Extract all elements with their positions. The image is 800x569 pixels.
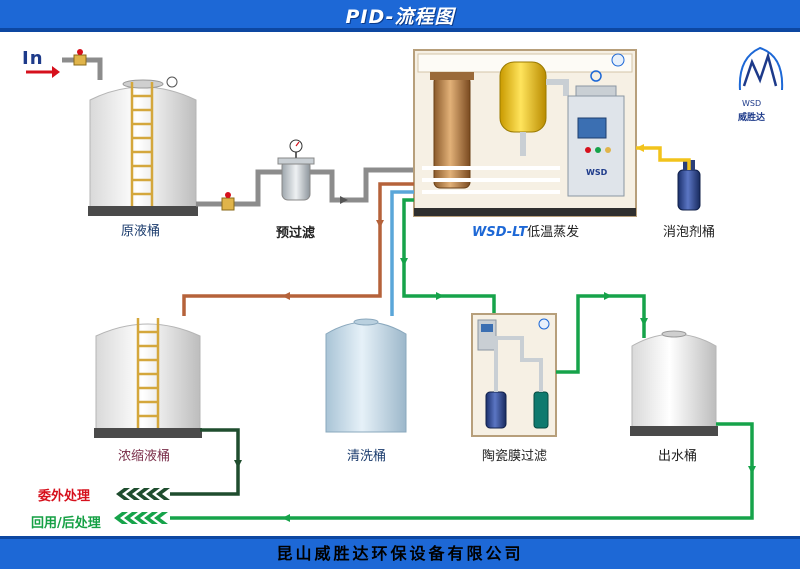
page-title: PID-流程图	[345, 6, 455, 28]
inlet-pipe	[62, 49, 103, 80]
pipe-defoamer-to-evaporator	[636, 144, 691, 170]
concentrate-tank	[94, 318, 202, 438]
pipe-concentrate-to-outsource	[170, 428, 242, 496]
outlet-tank-label: 出水桶	[658, 449, 698, 464]
title-bar	[0, 0, 800, 32]
outlet-tank	[630, 330, 718, 436]
wifi-icon	[590, 70, 602, 82]
ceramic-filter	[471, 313, 557, 437]
evaporator-label: WSD-LT低温蒸发	[472, 221, 579, 240]
reuse-chevrons-icon	[114, 512, 168, 524]
pipe-ceramic-to-outlet	[556, 292, 648, 374]
device-badge: WSD	[586, 168, 608, 177]
pipe-wash-to-evaporator	[390, 190, 414, 316]
company-logo-icon	[738, 46, 784, 91]
pipe-outlet-to-reuse	[170, 422, 756, 522]
raw-tank-label: 原液桶	[121, 224, 161, 239]
wash-tank	[325, 318, 407, 433]
inlet-label: In	[22, 48, 44, 69]
outsource-label: 委外处理	[38, 489, 91, 504]
pipe-raw-to-prefilter	[196, 169, 282, 211]
footer-bar	[0, 536, 800, 569]
coil-lines	[422, 166, 560, 194]
company-footer: 昆山威胜达环保设备有限公司	[276, 544, 524, 563]
prefilter-label: 预过滤	[276, 226, 316, 241]
outsource-chevrons-icon	[116, 488, 170, 500]
evaporator	[413, 49, 637, 217]
evaporator-brand: WSD-LT	[472, 225, 528, 240]
ceramic-filter-label: 陶瓷膜过滤	[482, 449, 548, 464]
wash-tank-label: 清洗桶	[347, 449, 387, 464]
pipe-prefilter-to-evaporator	[310, 167, 414, 204]
logo-cn: 威胜达	[738, 113, 766, 123]
separator-tank	[499, 61, 569, 156]
logo-badge-icon	[538, 318, 550, 330]
defoamer-label: 消泡剂桶	[663, 225, 716, 240]
reuse-label: 回用/后处理	[31, 516, 101, 531]
raw-tank	[88, 76, 198, 216]
pipe-evaporator-to-concentrate	[182, 182, 414, 316]
control-cabinet	[567, 70, 625, 197]
pipe-evaporator-to-ceramic	[400, 198, 496, 314]
logo-badge-icon	[611, 53, 625, 67]
prefilter	[277, 139, 315, 201]
concentrate-label: 浓缩液桶	[118, 449, 171, 464]
heat-exchanger	[430, 72, 474, 189]
ladder-icon	[130, 82, 154, 206]
inlet-arrow-icon	[26, 66, 60, 78]
logo-text: WSD	[742, 99, 762, 108]
evaporator-name: 低温蒸发	[527, 225, 580, 240]
ladder-icon	[136, 318, 160, 428]
